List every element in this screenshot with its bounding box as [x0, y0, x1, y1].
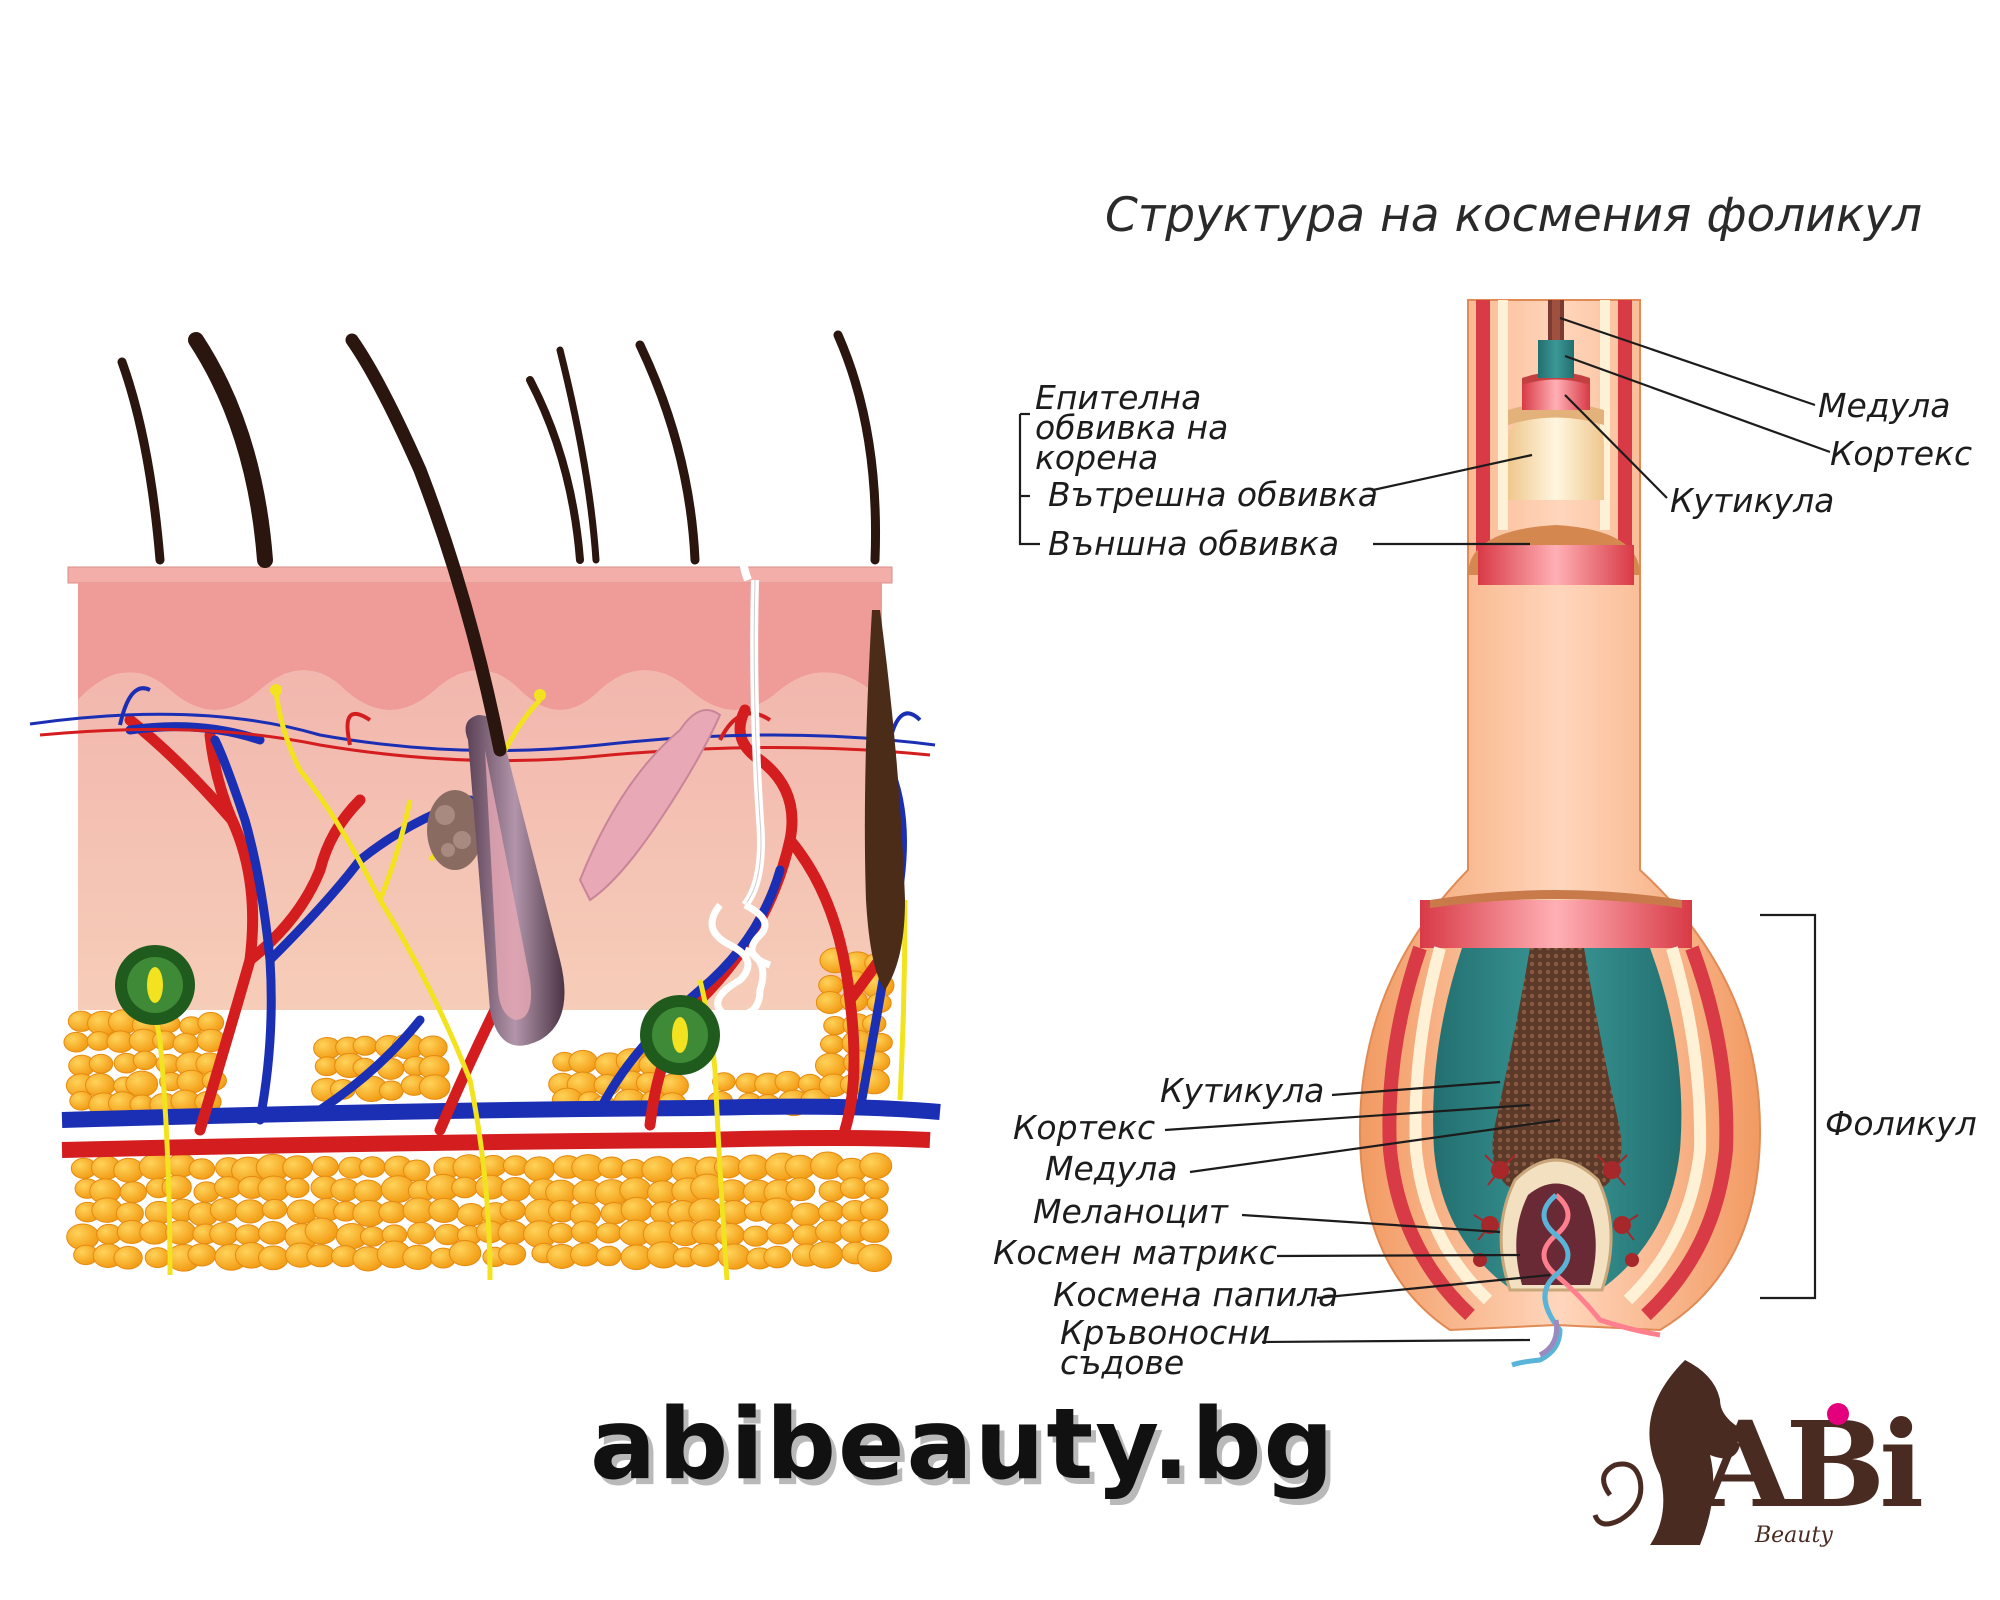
logo-dot-icon — [1827, 1403, 1849, 1425]
outer-sheath-band — [1478, 545, 1634, 585]
subcutaneous-fat — [63, 947, 895, 1273]
bulb-stripe-red — [1382, 945, 1475, 1321]
bulb-medulla — [1492, 948, 1622, 1190]
dermal-ridges — [78, 640, 882, 710]
label-follicle: Фоликул — [1825, 1104, 1977, 1143]
fat-cell — [261, 1198, 288, 1220]
hair-follicle-inner — [485, 750, 531, 1020]
lower-ring-band — [1420, 900, 1692, 948]
sweat-gland-coil — [708, 901, 772, 1020]
medulla-core — [1552, 300, 1560, 340]
nerve-ending — [534, 689, 546, 701]
fat-cell — [763, 1245, 792, 1269]
fat-cell — [188, 1158, 216, 1180]
logo-subtext: Beauty — [1755, 1523, 1833, 1548]
brand-logo: ABi Beauty — [1590, 1345, 1924, 1555]
logo-text: ABi — [1700, 1395, 1924, 1534]
label-inner-sheath: Вътрешна обвивка — [1048, 475, 1378, 514]
label-hair-papilla: Космена папила — [1053, 1275, 1339, 1314]
fat-cell — [859, 1152, 893, 1180]
fat-cell — [859, 1219, 890, 1243]
fat-cell — [113, 1245, 143, 1270]
hairs — [117, 330, 881, 757]
label-cuticle-top: Кутикула — [1670, 481, 1835, 520]
pacinian-corpuscle — [115, 945, 195, 1025]
fat-cell — [785, 1177, 816, 1202]
inner-sheath-ring — [1508, 408, 1604, 500]
papilla-vessel-blue — [1511, 1193, 1571, 1368]
logo-face-silhouette-icon — [1592, 1360, 1740, 1545]
shaft-stripe-cream — [1498, 300, 1508, 530]
label-outer-sheath: Външна обвивка — [1048, 524, 1340, 563]
hair-follicle-right — [864, 610, 905, 990]
label-cuticle-bottom: Кутикула — [1160, 1071, 1325, 1110]
fat-cell — [284, 1177, 310, 1199]
label-melanocyte: Меланоцит — [1033, 1192, 1228, 1231]
label-hair-matrix: Космен матрикс — [993, 1233, 1277, 1272]
label-blood-vessels: Кръвоносни съдове — [1060, 1313, 1271, 1382]
label-medulla-top: Медула — [1818, 386, 1951, 425]
bulb-stripe-red — [1641, 945, 1734, 1321]
nerve-ending — [270, 684, 282, 696]
cortex-layer — [1538, 340, 1574, 378]
label-medulla-bottom: Медула — [1045, 1149, 1178, 1188]
bulb-stripe-cream — [1409, 946, 1493, 1305]
fat-cell — [498, 1242, 527, 1266]
papilla-vessel-tail — [1538, 1319, 1560, 1358]
artery-horizontal — [61, 1130, 931, 1158]
pore — [739, 543, 752, 582]
lower-ring-shadow — [1430, 890, 1682, 908]
cuticle-layer — [1522, 378, 1590, 410]
shaft-stripe-cream — [1600, 300, 1610, 530]
fat-cell — [712, 1072, 736, 1092]
fat-cell — [857, 1243, 892, 1273]
pacinian-corpuscle — [640, 995, 720, 1075]
leader-lines — [1018, 316, 1831, 1344]
sweat-duct-outline — [744, 579, 762, 906]
label-cortex-top: Кортекс — [1830, 434, 1973, 473]
website-url[interactable]: abibeauty.bg — [590, 1388, 1336, 1502]
sebaceous-gland — [427, 790, 483, 870]
label-cortex-bottom: Кортекс — [1013, 1108, 1156, 1147]
fat-cell — [448, 1239, 482, 1267]
bulb-stripe-cream — [1623, 946, 1707, 1305]
shaft-stripe-red — [1476, 300, 1490, 560]
label-epithelial-sheath: Епителна обвивка на корена — [1035, 378, 1229, 477]
shaft-stripe-red — [1618, 300, 1632, 560]
arrector-pili-muscle — [578, 709, 722, 902]
melanocyte-dendrites — [1473, 1154, 1639, 1241]
fat-cell — [418, 1074, 451, 1100]
diagram-title: Структура на космения фоликул — [1105, 188, 1923, 243]
